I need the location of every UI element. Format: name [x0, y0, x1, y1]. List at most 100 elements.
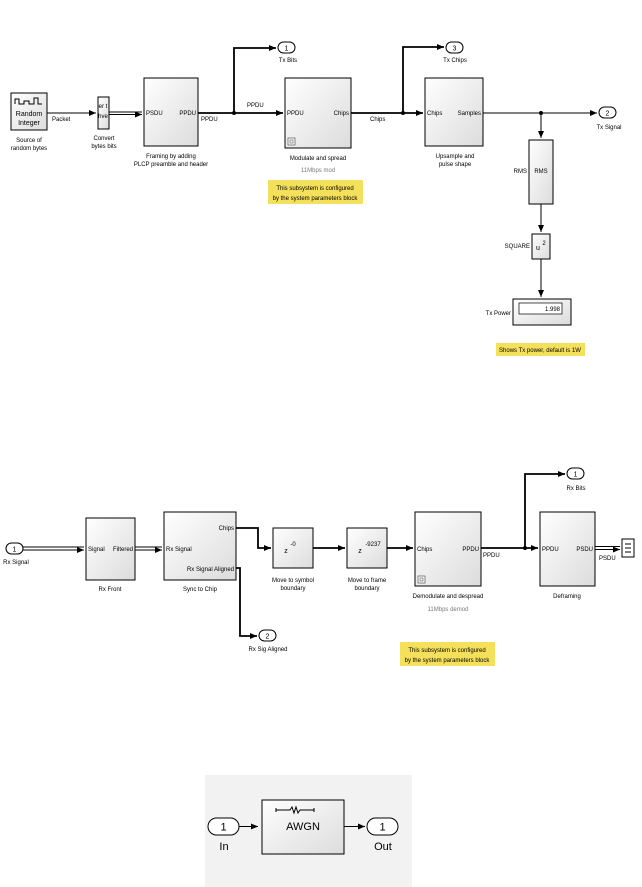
outport-tx-bits-number: 1: [285, 46, 289, 53]
demodulate-block[interactable]: Chips PPDU: [414, 511, 482, 587]
outport-tx-signal-label: Tx Signal: [596, 125, 621, 131]
delay-symbol-base: z: [284, 548, 288, 555]
demod-out-port: PPDU: [462, 547, 479, 553]
modulate-subcaption: 11Mbps mod: [301, 168, 335, 174]
delay-frame-caption-2: boundary: [354, 586, 379, 592]
modulate-in-signal: PPDU: [247, 103, 264, 109]
modulate-block[interactable]: PPDU Chips: [284, 77, 352, 149]
upsample-caption-1: Upsample and: [436, 154, 475, 160]
framing-out-signal: PPDU: [201, 117, 218, 123]
convert-label-1: er t: [99, 104, 108, 110]
upsample-block[interactable]: Chips Samples: [424, 77, 484, 147]
modulate-out-signal: Chips: [370, 117, 385, 123]
upsample-caption-2: pulse shape: [439, 162, 472, 168]
note-tx-power: Shows Tx power, default is 1W: [496, 343, 585, 356]
wire-sync-chips[interactable]: [236, 527, 271, 551]
outport-tx-bits-label: Tx Bits: [279, 58, 297, 64]
note-config-tx: This subsystem is configured by the syst…: [268, 180, 363, 204]
modulate-caption: Modulate and spread: [290, 156, 346, 162]
square-in-signal: SQUARE: [505, 244, 530, 250]
delay-frame-caption-1: Move to frame: [348, 578, 387, 584]
awgn-inport-label: In: [219, 841, 228, 853]
framing-in-port: PSDU: [146, 111, 163, 117]
rx-front-out-port: Filtered: [113, 547, 133, 553]
framing-caption-1: Framing by adding: [146, 154, 196, 160]
sync-caption: Sync to Chip: [183, 587, 218, 593]
demod-in-port: Chips: [417, 547, 432, 553]
outport-tx-chips[interactable]: 3: [445, 41, 464, 54]
sync-out-chips: Chips: [219, 526, 234, 532]
framing-block[interactable]: PSDU PPDU: [143, 77, 199, 147]
rms-block[interactable]: RMS: [528, 139, 554, 205]
convert-block[interactable]: er t hve: [97, 96, 110, 130]
wire-to-tx-bits[interactable]: [233, 45, 276, 113]
inport-rx-signal[interactable]: 1: [5, 542, 24, 555]
demod-out-signal: PPDU: [483, 553, 500, 559]
note-tx-power-text: Shows Tx power, default is 1W: [499, 348, 581, 354]
awgn-model: 1 In AWGN 1 Out: [205, 775, 412, 887]
outport-tx-chips-number: 3: [453, 46, 457, 53]
convert-caption-1: Convert: [93, 136, 114, 142]
outport-rx-sig-aligned-number: 2: [266, 634, 270, 641]
deframing-in-port: PPDU: [542, 547, 559, 553]
sync-in-port: Rx Signal: [166, 547, 192, 553]
display-block[interactable]: 1.998: [512, 298, 572, 326]
rx-model: 1 Rx Signal Signal Filtered Rx Front Rx …: [3, 467, 635, 666]
delay-symbol-caption-2: boundary: [280, 586, 305, 592]
awgn-inport[interactable]: 1: [207, 817, 240, 836]
outport-tx-chips-label: Tx Chips: [443, 58, 467, 64]
outport-tx-signal-number: 2: [606, 111, 610, 118]
delay-frame-exponent: -9237: [365, 542, 381, 548]
convert-caption-2: bytes bits: [91, 144, 116, 150]
outport-rx-sig-aligned[interactable]: 2: [258, 629, 277, 642]
awgn-outport-number: 1: [379, 822, 385, 834]
awgn-outport-label: Out: [374, 841, 392, 853]
framing-out-port: PPDU: [179, 111, 196, 117]
random-integer-icon: [14, 97, 42, 105]
outport-tx-bits[interactable]: 1: [277, 41, 296, 54]
random-integer-label-2: Integer: [18, 120, 40, 127]
random-integer-caption-2: random bytes: [11, 146, 47, 152]
wire-to-tx-chips[interactable]: [402, 44, 444, 113]
convert-label-2: hve: [98, 114, 108, 120]
awgn-inport-number: 1: [220, 822, 226, 834]
sync-out-aligned: Rx Signal Aligned: [187, 567, 234, 573]
delay-symbol-exponent: -0: [290, 542, 296, 548]
rx-front-caption: Rx Front: [98, 587, 121, 593]
demod-subcaption: 11Mbps demod: [428, 607, 469, 613]
note-config-rx: This subsystem is configured by the syst…: [400, 642, 495, 666]
deframing-caption: Deframing: [553, 594, 581, 600]
deframing-block[interactable]: PPDU PSDU: [539, 511, 596, 587]
delay-symbol-caption-1: Move to symbol: [272, 578, 314, 584]
awgn-outport[interactable]: 1: [366, 817, 399, 836]
display-in-signal: Tx Power: [486, 311, 511, 317]
terminator-icon[interactable]: [621, 538, 635, 558]
random-integer-block[interactable]: Random Integer: [10, 92, 48, 131]
subsystem-link-icon-rx: [417, 575, 426, 584]
deframing-out-port: PSDU: [576, 547, 593, 553]
outport-rx-bits[interactable]: 1: [566, 467, 585, 480]
deframing-out-signal: PSDU: [599, 556, 616, 562]
delay-symbol-block[interactable]: z -0: [272, 527, 314, 569]
delay-frame-block[interactable]: z -9237: [346, 527, 388, 569]
demod-caption: Demodulate and despread: [413, 594, 484, 600]
rx-front-block[interactable]: Signal Filtered: [85, 517, 136, 581]
awgn-block[interactable]: AWGN: [261, 799, 345, 855]
wire-sync-aligned[interactable]: [236, 567, 257, 639]
upsample-out-port: Samples: [458, 111, 481, 117]
tx-model: Random Integer Source of random bytes Pa…: [10, 41, 622, 356]
square-block-exponent: 2: [542, 241, 546, 247]
subsystem-link-icon: [287, 137, 296, 146]
outport-rx-bits-number: 1: [574, 472, 578, 479]
wire-to-rx-bits[interactable]: [524, 471, 565, 548]
delay-frame-base: z: [358, 548, 362, 555]
outport-tx-signal[interactable]: 2: [598, 106, 617, 119]
awgn-noise-icon: [275, 805, 315, 815]
outport-rx-sig-aligned-label: Rx Sig Aligned: [248, 647, 287, 653]
note-config-tx-line1: This subsystem is configured: [276, 186, 353, 192]
framing-caption-2: PLCP preamble and header: [134, 162, 208, 168]
display-value: 1.998: [545, 307, 561, 313]
note-config-tx-line2: by the system parameters block: [273, 196, 359, 202]
sync-to-chip-block[interactable]: Rx Signal Chips Rx Signal Aligned: [163, 511, 237, 581]
square-block[interactable]: u 2: [531, 233, 551, 260]
